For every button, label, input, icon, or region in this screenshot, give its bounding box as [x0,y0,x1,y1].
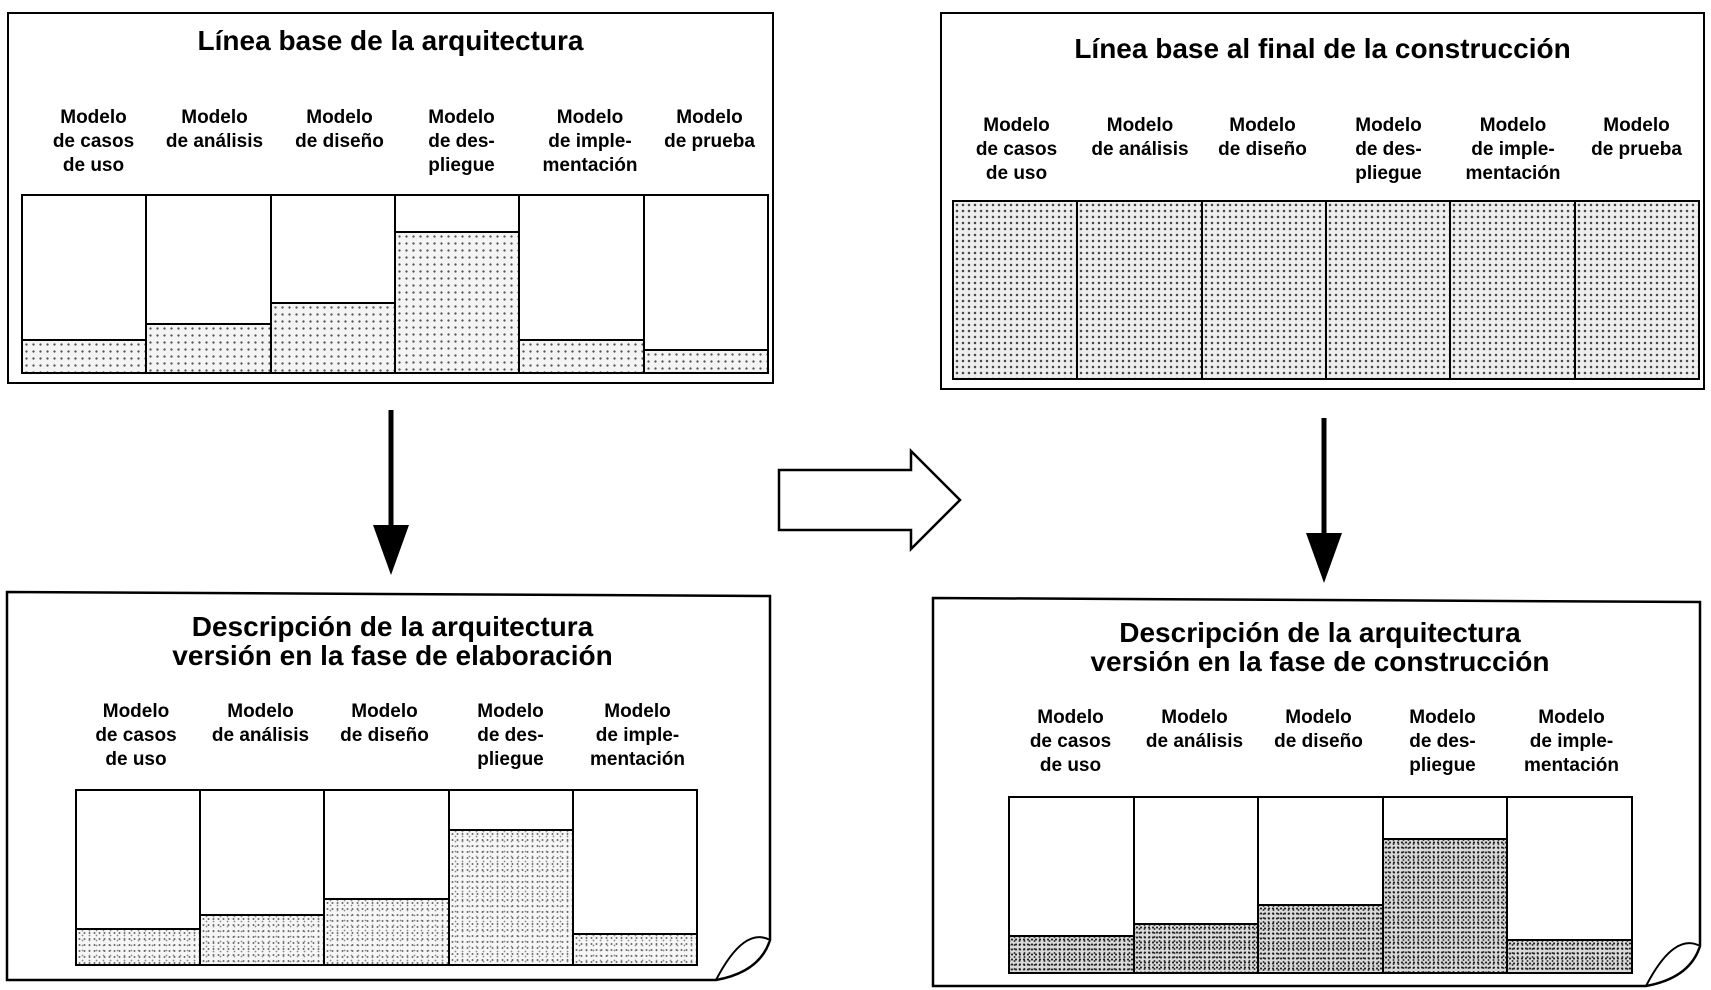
column-label: Modelo de des- pliegue [1409,707,1476,776]
column-label: Modelo de imple- mentación [1523,707,1620,776]
model-fill-level [954,202,1077,378]
model-fill-level [644,349,767,372]
description-elaboration-labels: Modelo de casos de uso Modelo de análisi… [76,700,706,790]
model-column-1 [1076,200,1201,378]
baseline-architecture-labels: Modelo de casos de uso Modelo de análisi… [9,106,772,196]
model-fill-level [1134,923,1258,972]
model-column-3 [1324,200,1450,378]
model-column-5 [1573,200,1698,378]
model-column-3 [1381,796,1507,972]
model-fill-level [77,927,200,964]
model-column-1 [199,789,324,964]
baseline-architecture-panel: Línea base de la arquitectura Modelo de … [7,12,774,384]
model-column-1 [145,194,270,372]
model-fill-level [23,338,146,372]
model-column-1 [1132,796,1258,972]
model-fill-level [1451,202,1574,378]
model-fill-level [1202,202,1325,378]
model-fill-level [1010,935,1133,972]
description-construction-title-line2: versión en la fase de construcción [1090,646,1550,677]
model-column-2 [1257,796,1382,972]
column-label: Modelo de des- pliegue [428,107,495,176]
down-arrow-left [373,410,409,575]
column-label: Modelo de casos de uso [95,701,177,770]
model-column-0 [77,789,200,964]
column-label: Modelo de prueba [1591,115,1682,160]
model-fill-level [395,231,519,372]
baseline-architecture-title: Línea base de la arquitectura [197,25,584,56]
hollow-right-arrow [777,448,962,552]
column-label: Modelo de análisis [1091,115,1189,160]
baseline-architecture-bars [21,194,769,374]
model-column-0 [23,194,146,372]
model-fill-level [449,829,572,964]
baseline-construction-panel: Línea base al final de la construcción M… [940,12,1705,390]
column-label: Modelo de casos de uso [52,107,135,176]
model-column-3 [447,789,572,964]
model-column-4 [571,789,697,964]
description-elaboration-title-line2: versión en la fase de elaboración [172,640,613,671]
column-label: Modelo de diseño [295,107,384,152]
column-label: Modelo de imple- mentación [542,107,638,176]
model-fill-level [271,301,394,372]
model-column-2 [323,789,448,964]
model-fill-level [573,932,697,964]
down-arrow-right [1306,418,1342,583]
column-label: Modelo de prueba [664,107,755,152]
column-label: Modelo de casos de uso [975,115,1058,184]
column-label: Modelo de imple- mentación [1465,115,1561,184]
column-label: Modelo de des- pliegue [477,701,544,770]
model-column-0 [1010,796,1133,972]
model-fill-level [147,322,270,372]
column-label: Modelo de diseño [1218,115,1307,160]
baseline-construction-bars [952,200,1700,380]
model-fill-level [1078,202,1201,378]
description-construction-labels: Modelo de casos de uso Modelo de análisi… [1008,706,1638,796]
description-elaboration-bars [75,789,698,966]
baseline-construction-title: Línea base al final de la construcción [1074,33,1571,64]
model-column-4 [1506,796,1631,972]
baseline-construction-labels: Modelo de casos de uso Modelo de análisi… [942,114,1703,204]
model-fill-level [201,913,324,964]
model-column-2 [1200,200,1325,378]
model-fill-level [520,338,643,372]
column-label: Modelo de análisis [1145,707,1244,752]
description-elaboration-title-line1: Descripción de la arquitectura [191,611,594,642]
model-column-3 [393,194,519,372]
model-fill-level [1575,202,1698,378]
column-label: Modelo de casos de uso [1029,707,1112,776]
column-label: Modelo de des- pliegue [1355,115,1422,184]
model-column-5 [642,194,767,372]
model-fill-level [1259,904,1382,972]
column-label: Modelo de diseño [1274,707,1363,752]
model-fill-level [1508,938,1631,972]
model-column-4 [1449,200,1574,378]
model-column-4 [518,194,643,372]
column-label: Modelo de análisis [165,107,264,152]
column-label: Modelo de imple- mentación [589,701,686,770]
column-label: Modelo de diseño [340,701,429,746]
model-fill-level [1326,202,1450,378]
description-construction-title-line1: Descripción de la arquitectura [1119,617,1521,648]
model-column-0 [954,200,1077,378]
model-fill-level [325,898,448,964]
model-fill-level [1383,838,1507,972]
column-label: Modelo de análisis [211,701,310,746]
description-construction-bars [1008,796,1633,974]
model-column-2 [269,194,394,372]
